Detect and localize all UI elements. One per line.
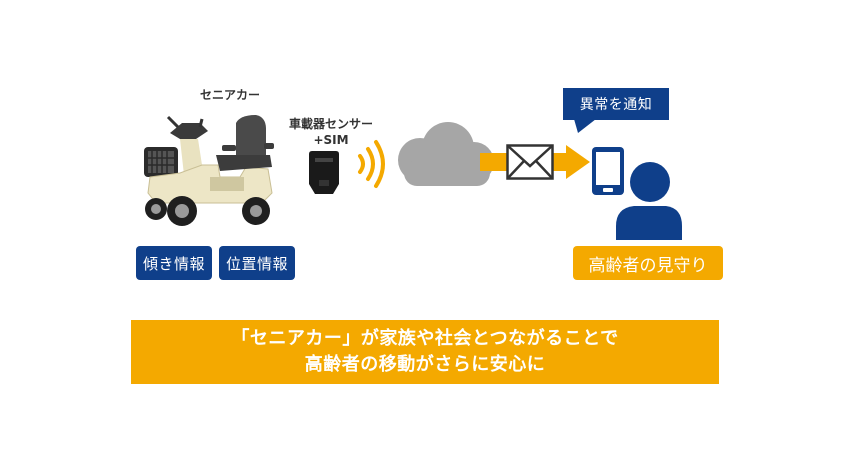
cloud-icon: [398, 122, 494, 186]
elderly-watch-tag: 高齢者の見守り: [573, 246, 723, 280]
sensor-label-line2: +SIM: [313, 133, 349, 147]
position-info-tag: 位置情報: [219, 246, 295, 280]
wireless-signal-icon: [358, 140, 385, 188]
senior-car-label: セニアカー: [199, 88, 260, 102]
message-banner: 「セニアカー」が家族や社会とつながることで 高齢者の移動がさらに安心に: [131, 320, 719, 384]
notify-callout: 異常を通知: [563, 88, 669, 120]
person-icon: [616, 162, 682, 240]
sensor-label-line1: 車載器センサー: [288, 117, 373, 131]
senior-car-illustration: [144, 115, 274, 226]
notify-callout-tail: [574, 119, 596, 133]
smartphone-icon: [592, 147, 624, 195]
sensor-device-icon: [309, 151, 339, 194]
banner-line1: 「セニアカー」が家族や社会とつながることで: [231, 328, 619, 349]
tilt-info-tag: 傾き情報: [136, 246, 212, 280]
sensor-label: 車載器センサー +SIM: [276, 116, 386, 148]
banner-line2: 高齢者の移動がさらに安心に: [304, 354, 546, 375]
mail-icon: [506, 144, 554, 180]
